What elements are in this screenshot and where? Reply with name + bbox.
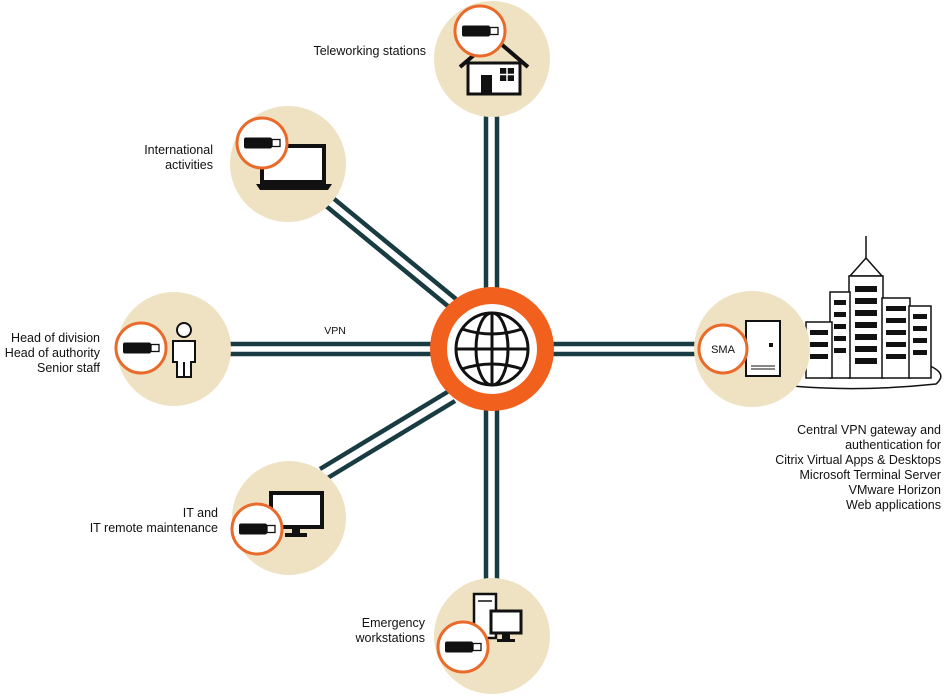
it-label: IT and IT remote maintenance — [90, 506, 218, 536]
link-emergency — [483, 410, 500, 580]
node-teleworking — [434, 1, 550, 117]
vpn-hub — [430, 287, 554, 411]
it-label-line: IT remote maintenance — [89, 521, 218, 535]
usb-token-icon — [235, 116, 289, 170]
it-label-line: IT and — [182, 506, 218, 520]
head-label-line: Head of authority — [4, 346, 100, 360]
head-label-line: Senior staff — [36, 361, 100, 375]
emergency-label-line: workstations — [355, 631, 425, 645]
teleworking-label: Teleworking stations — [313, 44, 426, 59]
vpn-link-label: VPN — [324, 325, 346, 337]
gateway-label-line: Web applications — [846, 498, 941, 512]
link-teleworking — [483, 115, 500, 290]
link-it — [318, 389, 457, 481]
head-label: Head of division Head of authority Senio… — [5, 331, 100, 376]
link-head — [230, 341, 432, 357]
server-label: SMA — [711, 344, 736, 356]
usb-token-icon — [230, 502, 284, 556]
emergency-label: Emergency workstations — [356, 616, 425, 646]
link-gateway — [553, 341, 697, 357]
gateway-label-line: Citrix Virtual Apps & Desktops — [775, 453, 941, 467]
gateway-label-line: VMware Horizon — [848, 483, 941, 497]
person-icon — [172, 322, 196, 378]
usb-token-icon — [114, 321, 168, 375]
head-label-line: Head of division — [11, 331, 100, 345]
gateway-label: Central VPN gateway and authentication f… — [775, 423, 941, 513]
gateway-label-line: authentication for — [845, 438, 941, 452]
city-buildings-icon — [779, 236, 942, 390]
emergency-label-line: Emergency — [361, 616, 425, 630]
node-gateway: SMA — [694, 236, 942, 407]
link-international — [324, 196, 458, 309]
node-emergency — [434, 578, 550, 694]
international-label-line: International — [144, 143, 213, 157]
gateway-label-line: Central VPN gateway and — [797, 423, 941, 437]
node-it — [230, 461, 346, 575]
node-international — [230, 106, 346, 222]
international-label: International activities — [144, 143, 213, 173]
usb-token-icon — [436, 620, 490, 674]
gateway-label-line: Microsoft Terminal Server — [799, 468, 941, 482]
usb-token-icon — [453, 4, 507, 58]
node-head — [114, 292, 231, 406]
server-icon — [745, 320, 781, 377]
international-label-line: activities — [165, 158, 213, 172]
globe-icon — [454, 311, 530, 387]
teleworking-label-line: Teleworking stations — [313, 44, 426, 58]
